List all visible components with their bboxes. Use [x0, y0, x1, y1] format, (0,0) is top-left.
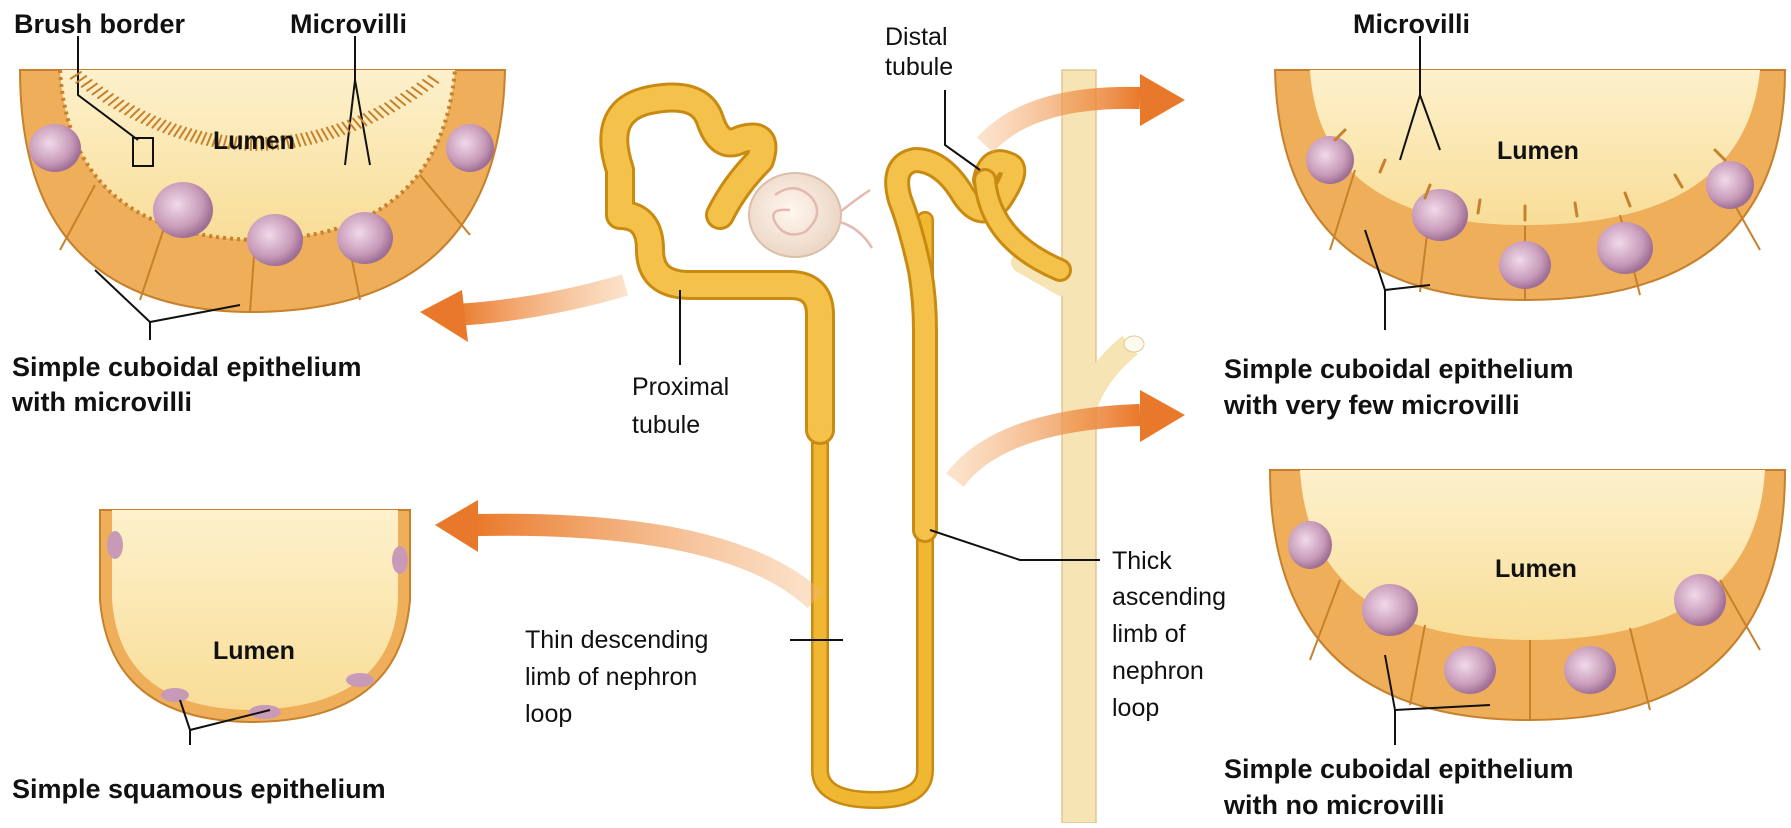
label-thin-limb-line1: Thin descending: [525, 625, 708, 655]
label-lumen-top-right: Lumen: [1497, 137, 1579, 166]
label-brush-border: Brush border: [14, 8, 185, 41]
label-proximal-line2: tubule: [632, 410, 700, 440]
caption-bottom-left: Simple squamous epithelium: [12, 772, 386, 806]
arrow-to-top-left: [420, 285, 625, 342]
label-microvilli-left: Microvilli: [290, 8, 407, 41]
label-thick-limb-line5: loop: [1112, 693, 1159, 723]
panel-cuboidal-no-microvilli: [1270, 470, 1785, 720]
panel-cuboidal-few-microvilli: [1275, 70, 1785, 300]
arrow-to-bottom-left: [435, 500, 815, 600]
caption-bottom-right-line2: with no microvilli: [1224, 788, 1445, 822]
label-lumen-top-left: Lumen: [213, 127, 295, 156]
label-proximal-line1: Proximal: [632, 372, 729, 402]
label-lumen-bottom-left: Lumen: [213, 637, 295, 666]
label-distal-line1: Distal: [885, 22, 948, 52]
glomerulus: [749, 173, 872, 257]
label-thick-limb-line1: Thick: [1112, 546, 1172, 576]
label-thick-limb-line3: limb of: [1112, 619, 1186, 649]
label-thin-limb-line3: loop: [525, 699, 572, 729]
label-microvilli-right: Microvilli: [1353, 8, 1470, 41]
caption-bottom-right-line1: Simple cuboidal epithelium: [1224, 752, 1574, 786]
caption-top-left-line2: with microvilli: [12, 385, 192, 419]
label-thin-limb-line2: limb of nephron: [525, 662, 697, 692]
caption-top-right-line2: with very few microvilli: [1224, 388, 1520, 422]
label-lumen-bottom-right: Lumen: [1495, 555, 1577, 584]
caption-top-right-line1: Simple cuboidal epithelium: [1224, 352, 1574, 386]
caption-top-left-line1: Simple cuboidal epithelium: [12, 350, 362, 384]
label-thick-limb-line4: nephron: [1112, 656, 1204, 686]
panel-squamous: [100, 510, 410, 722]
label-thick-limb-line2: ascending: [1112, 582, 1226, 612]
label-distal-line2: tubule: [885, 52, 953, 82]
